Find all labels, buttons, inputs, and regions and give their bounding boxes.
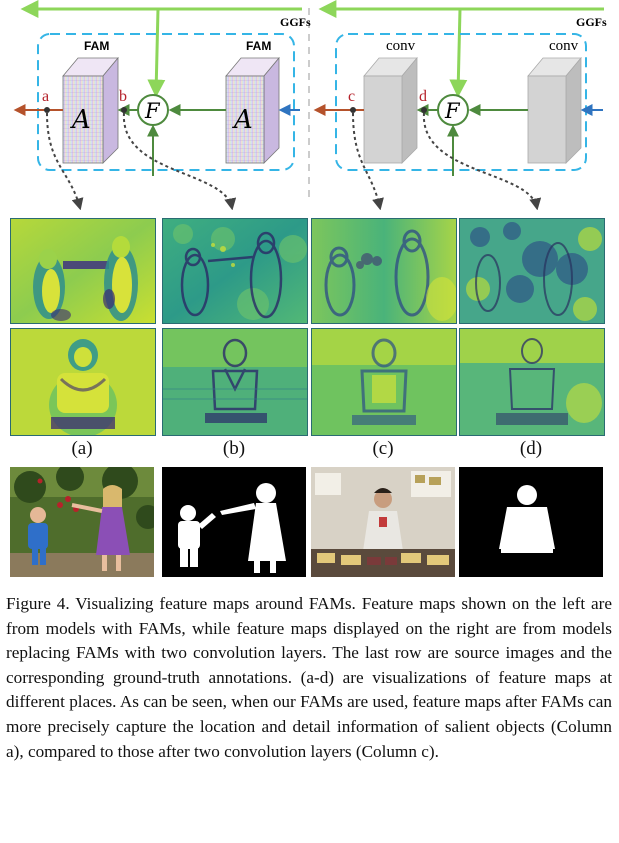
- fam-dashed-box: [37, 33, 295, 171]
- fam-glyph-2: A: [232, 105, 253, 135]
- feature-map-c-row1: [311, 218, 457, 324]
- gt-mask-man: [459, 467, 603, 577]
- conv-label-1: conv: [386, 38, 416, 54]
- right-diagram: GGFs conv conv F c d: [313, 0, 607, 210]
- feature-map-b-row1: [162, 218, 308, 324]
- feature-map-b-row2: [162, 328, 308, 436]
- fuse-glyph: F: [144, 99, 161, 123]
- figure-caption: Figure 4. Visualizing feature maps aroun…: [6, 594, 612, 761]
- ggf-label: GGFs: [280, 15, 311, 29]
- gt-mask-children: [162, 467, 306, 577]
- conv-block-2: conv: [527, 38, 582, 164]
- tap-b: b: [119, 88, 127, 105]
- architecture-diagram: GGFs FAM A FAM A F a b: [13, 0, 607, 210]
- conv-block-1: conv: [363, 38, 418, 164]
- source-image-children: [10, 467, 154, 577]
- fuse-glyph-right: F: [444, 99, 461, 123]
- panel-label-b: (b): [222, 438, 246, 459]
- fam-block-1: FAM A: [62, 39, 119, 164]
- feature-map-c-row2: [311, 328, 457, 436]
- tap-d: d: [419, 88, 427, 105]
- feature-map-d-row1: [459, 218, 605, 324]
- panel-label-d: (d): [519, 438, 543, 459]
- left-diagram: GGFs FAM A FAM A F a b: [13, 0, 311, 210]
- fam-block-2: FAM A: [225, 39, 280, 164]
- conv-label-2: conv: [549, 38, 579, 54]
- panel-label-c: (c): [372, 438, 394, 459]
- ggf-label-right: GGFs: [576, 15, 607, 29]
- fam-label-1: FAM: [84, 39, 109, 53]
- feature-map-a-row2: [10, 328, 156, 436]
- feature-map-d-row2: [459, 328, 605, 436]
- source-image-man: [311, 467, 455, 577]
- feature-map-a-row1: [10, 218, 156, 324]
- fam-label-2: FAM: [246, 39, 271, 53]
- fam-glyph-1: A: [70, 105, 91, 135]
- conv-dashed-box: [335, 33, 587, 171]
- panel-label-a: (a): [71, 438, 93, 459]
- tap-c: c: [348, 88, 355, 105]
- tap-a: a: [42, 88, 49, 105]
